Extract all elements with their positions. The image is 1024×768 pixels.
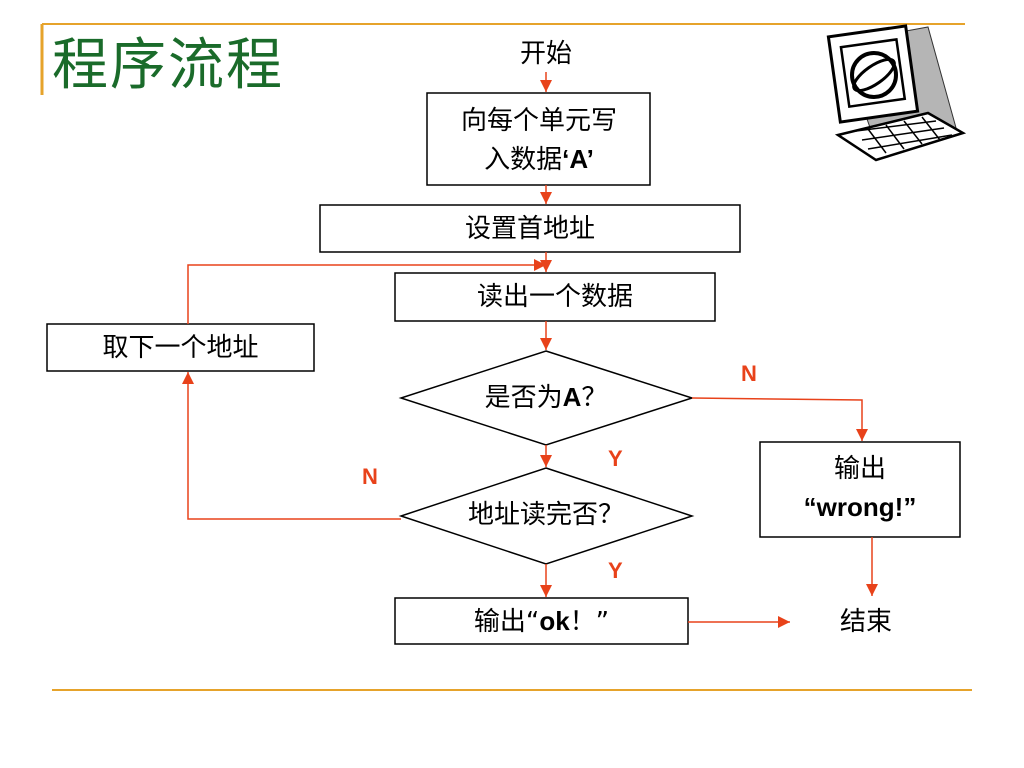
decision-is-a-label: 是否为A？ bbox=[420, 381, 672, 414]
output-ok-box bbox=[394, 597, 689, 645]
branch-yes-label-a: Y bbox=[608, 446, 623, 471]
arrow-next-read bbox=[187, 259, 546, 324]
branch-no-label-wrong: N bbox=[741, 361, 757, 386]
end-label: 结束 bbox=[839, 607, 892, 637]
write-data-value: ‘A’ bbox=[562, 144, 594, 174]
decision-is-a-prefix: 是否为 bbox=[484, 383, 563, 413]
start-label: 开始 bbox=[519, 39, 572, 69]
read-data-box bbox=[394, 272, 716, 322]
output-wrong-box bbox=[759, 441, 961, 538]
decision-is-a-value: A bbox=[562, 382, 582, 412]
decision-is-a-suffix: ？ bbox=[581, 383, 608, 413]
write-data-line1: 向每个单元写 bbox=[460, 106, 617, 136]
branch-no-label-loop: N bbox=[362, 464, 378, 489]
write-data-line2-prefix: 入数据 bbox=[484, 145, 563, 175]
next-address-box bbox=[46, 323, 315, 372]
output-ok-prefix: 输出“ bbox=[473, 607, 540, 637]
write-data-line2: 入数据‘A’ bbox=[430, 143, 648, 176]
arrow-decision-wrong bbox=[691, 397, 868, 441]
output-ok-value: ok bbox=[539, 606, 570, 636]
output-ok-suffix: ！” bbox=[569, 607, 610, 637]
next-address-label: 取下一个地址 bbox=[102, 333, 259, 363]
output-ok-label: 输出“ok！” bbox=[395, 605, 688, 638]
computer-keyboard-icon bbox=[826, 24, 967, 162]
decision-done-label: 地址读完否？ bbox=[467, 500, 624, 530]
branch-yes-label-done: Y bbox=[608, 558, 623, 583]
output-wrong-line1: 输出 bbox=[833, 454, 886, 484]
write-data-box bbox=[426, 92, 651, 186]
arrow-done-next bbox=[182, 372, 401, 520]
output-wrong-line2: “wrong!” bbox=[803, 492, 917, 522]
set-address-label: 设置首地址 bbox=[464, 214, 595, 244]
read-data-label: 读出一个数据 bbox=[476, 282, 633, 312]
set-address-box bbox=[319, 204, 741, 253]
page-title: 程序流程 bbox=[52, 33, 284, 98]
